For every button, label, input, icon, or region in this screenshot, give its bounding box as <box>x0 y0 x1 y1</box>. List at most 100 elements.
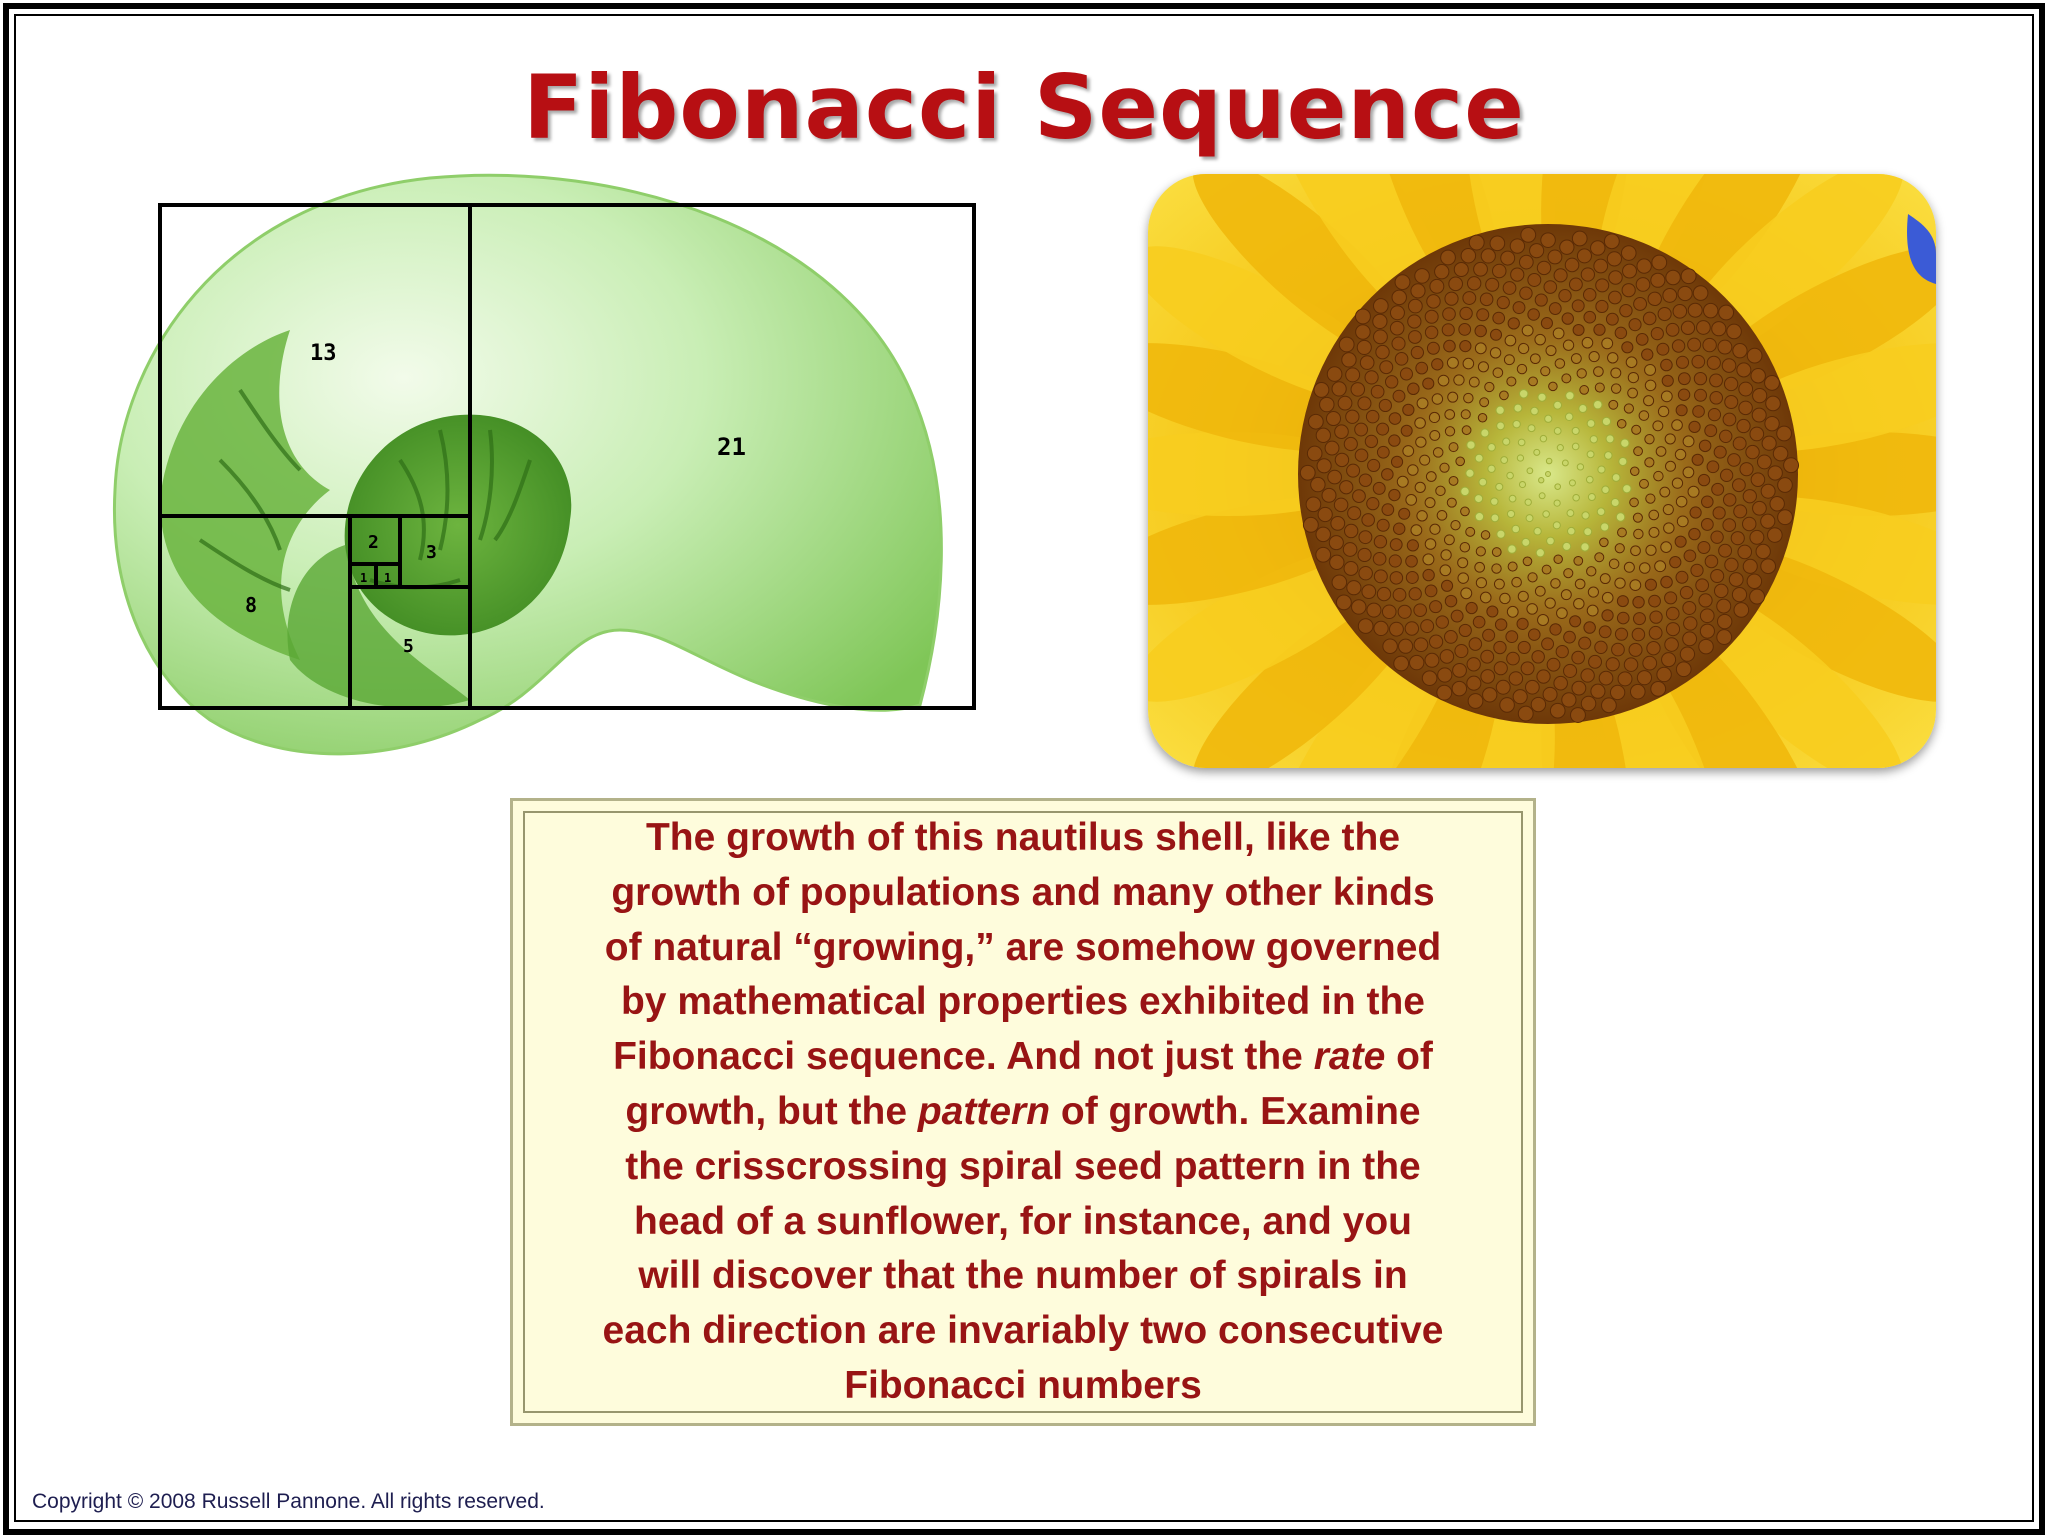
seed <box>1391 336 1406 351</box>
seed <box>1538 492 1546 500</box>
seed <box>1436 510 1448 521</box>
seed <box>1526 467 1534 475</box>
seed <box>1444 630 1458 644</box>
seed <box>1629 683 1646 700</box>
seed <box>1359 355 1375 370</box>
seed <box>1760 558 1777 575</box>
seed <box>1480 649 1495 664</box>
seed <box>1331 574 1348 591</box>
seed <box>1513 403 1523 413</box>
seed <box>1572 324 1585 337</box>
seed <box>1545 345 1557 357</box>
seed <box>1503 354 1515 366</box>
description-line: each direction are invariably two consec… <box>513 1304 1533 1359</box>
seed <box>1399 367 1413 381</box>
seed <box>1494 618 1508 631</box>
seed <box>1599 573 1611 585</box>
seed <box>1491 563 1502 574</box>
seed <box>1434 264 1450 280</box>
seed <box>1495 679 1511 695</box>
seed <box>1406 539 1419 552</box>
seed <box>1571 426 1580 435</box>
seed <box>1555 644 1569 659</box>
seed <box>1459 541 1471 553</box>
seed <box>1346 463 1361 478</box>
text-run: will discover that the number of spirals… <box>638 1254 1408 1298</box>
seed <box>1563 630 1576 644</box>
seed <box>1431 393 1444 405</box>
seed <box>1596 507 1606 517</box>
seed <box>1537 392 1547 402</box>
seed <box>1682 631 1698 647</box>
seed <box>1660 541 1672 553</box>
seed <box>1614 543 1625 554</box>
seed <box>1581 511 1590 520</box>
seed <box>1518 480 1527 489</box>
seed <box>1302 516 1319 533</box>
seed <box>1533 527 1542 536</box>
seed <box>1671 339 1686 353</box>
seed <box>1424 497 1436 509</box>
seed <box>1465 526 1476 537</box>
seed <box>1650 680 1667 697</box>
seed <box>1466 657 1481 672</box>
seed <box>1409 654 1425 671</box>
seed <box>1460 409 1471 420</box>
seed <box>1567 526 1576 536</box>
seed <box>1460 506 1470 517</box>
seed <box>1702 302 1719 319</box>
seed <box>1517 640 1531 654</box>
seed <box>1562 541 1572 551</box>
seed <box>1496 295 1510 310</box>
seed <box>1407 464 1419 476</box>
seed <box>1504 334 1517 347</box>
seed <box>1683 616 1698 631</box>
seed <box>1308 413 1324 430</box>
seed <box>1446 356 1459 369</box>
seed <box>1639 478 1649 489</box>
seed <box>1628 318 1642 332</box>
seed <box>1692 405 1705 418</box>
seed <box>1553 554 1563 564</box>
seed <box>1586 604 1599 617</box>
seed <box>1614 577 1626 589</box>
seed <box>1736 418 1751 434</box>
seed <box>1345 409 1360 424</box>
seed <box>1316 458 1332 474</box>
seed <box>1512 301 1526 315</box>
seed <box>1408 298 1423 314</box>
seed <box>1539 434 1548 443</box>
seed <box>1559 239 1575 255</box>
seed <box>1321 487 1337 503</box>
seed <box>1644 433 1655 445</box>
seed <box>1420 619 1435 634</box>
seed <box>1436 684 1453 701</box>
fib-label-2: 2 <box>368 532 379 553</box>
seed <box>1570 353 1582 364</box>
seed <box>1338 336 1355 353</box>
seed <box>1636 670 1653 686</box>
seed <box>1691 453 1704 466</box>
seed <box>1580 695 1597 712</box>
seed <box>1726 323 1742 340</box>
seed <box>1328 535 1344 551</box>
seed <box>1644 578 1657 591</box>
description-line: of natural “growing,” are somehow govern… <box>513 921 1533 976</box>
seed <box>1439 462 1450 473</box>
seed <box>1365 409 1380 424</box>
seed <box>1571 442 1580 451</box>
seed <box>1442 307 1456 321</box>
seed <box>1607 352 1619 364</box>
seed <box>1616 611 1630 625</box>
seed <box>1777 509 1793 526</box>
seed <box>1537 613 1549 626</box>
seed <box>1661 374 1674 387</box>
seed <box>1694 388 1708 402</box>
seed <box>1310 476 1326 493</box>
seed <box>1390 455 1404 468</box>
seed <box>1410 345 1424 360</box>
seed <box>1402 403 1415 417</box>
seed <box>1697 473 1711 487</box>
seed <box>1677 388 1691 401</box>
seed <box>1487 443 1496 452</box>
